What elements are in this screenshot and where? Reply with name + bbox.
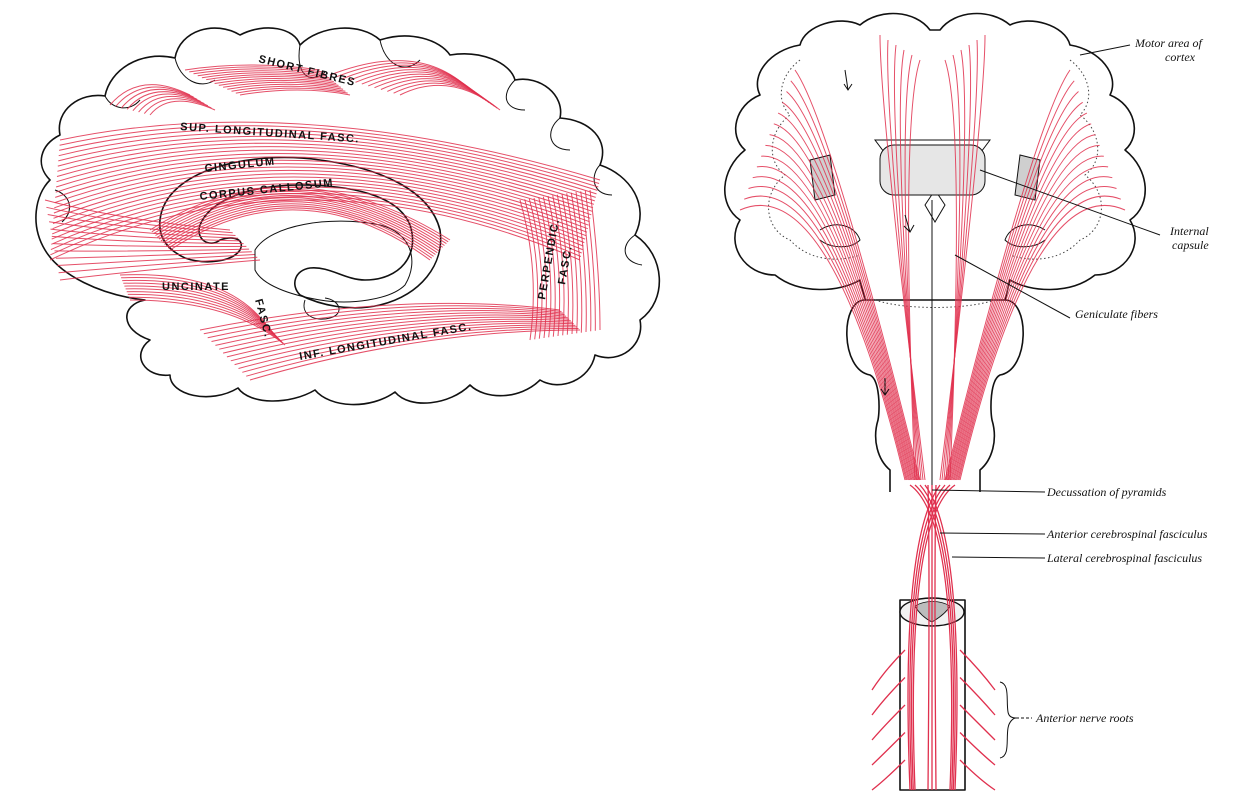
- label-anterior-roots: Anterior nerve roots: [1035, 711, 1134, 725]
- leader-lateral-fasc: [952, 557, 1045, 558]
- label-internal-capsule: Internal: [1169, 224, 1209, 238]
- left-hemisphere-diagram: SHORT FIBRES SUP. LONGITUDINAL FASC. CIN…: [36, 28, 659, 405]
- short-fiber: [400, 85, 500, 110]
- lateral-tract-fiber: [915, 485, 953, 790]
- leader-internal-capsule: [980, 170, 1160, 235]
- corticospinal-fiber: [791, 81, 919, 480]
- leader-geniculate: [955, 255, 1070, 318]
- label-motor-area: Motor area of: [1134, 36, 1204, 50]
- label-internal-capsule-2: capsule: [1172, 238, 1209, 252]
- leader-anterior-fasc: [940, 533, 1045, 534]
- sup-long-fiber: [52, 184, 584, 243]
- label-motor-area-2: cortex: [1165, 50, 1196, 64]
- anterior-tract-fiber: [935, 485, 936, 790]
- association-fibers: [45, 61, 600, 380]
- thalamus-block: [880, 145, 985, 195]
- perpendicular-fiber: [525, 199, 538, 339]
- cingulum-fiber: [168, 208, 432, 258]
- thalamus-outline: [255, 221, 412, 319]
- frontal-fiber: [56, 252, 252, 258]
- short-fiber: [394, 83, 498, 108]
- corticospinal-fiber: [761, 156, 911, 480]
- label-lateral-fasciculus: Lateral cerebrospinal fasciculus: [1046, 551, 1202, 565]
- lateral-tract-fiber: [912, 485, 950, 790]
- cingulum-fiber: [170, 210, 430, 260]
- label-decussation: Decussation of pyramids: [1046, 485, 1167, 499]
- right-pyramidal-diagram: Motor area of cortex Internal capsule Ge…: [725, 14, 1210, 790]
- corticospinal-fiber: [958, 187, 1117, 480]
- corticospinal-fiber: [749, 187, 908, 480]
- corticospinal-fiber: [955, 166, 1108, 480]
- frontal-fiber: [55, 249, 250, 251]
- label-geniculate-fibers: Geniculate fibers: [1075, 307, 1158, 321]
- corticospinal-fiber: [757, 166, 910, 480]
- label-uncinate: UNCINATE: [162, 281, 230, 293]
- anterior-tract-fiber: [928, 485, 929, 790]
- lateral-tract-fiber: [913, 485, 955, 790]
- lateral-tract-fiber: [910, 485, 952, 790]
- short-fiber: [150, 101, 215, 115]
- anterior-roots-bracket: [1000, 682, 1016, 758]
- label-anterior-fasciculus: Anterior cerebrospinal fasciculus: [1046, 527, 1208, 541]
